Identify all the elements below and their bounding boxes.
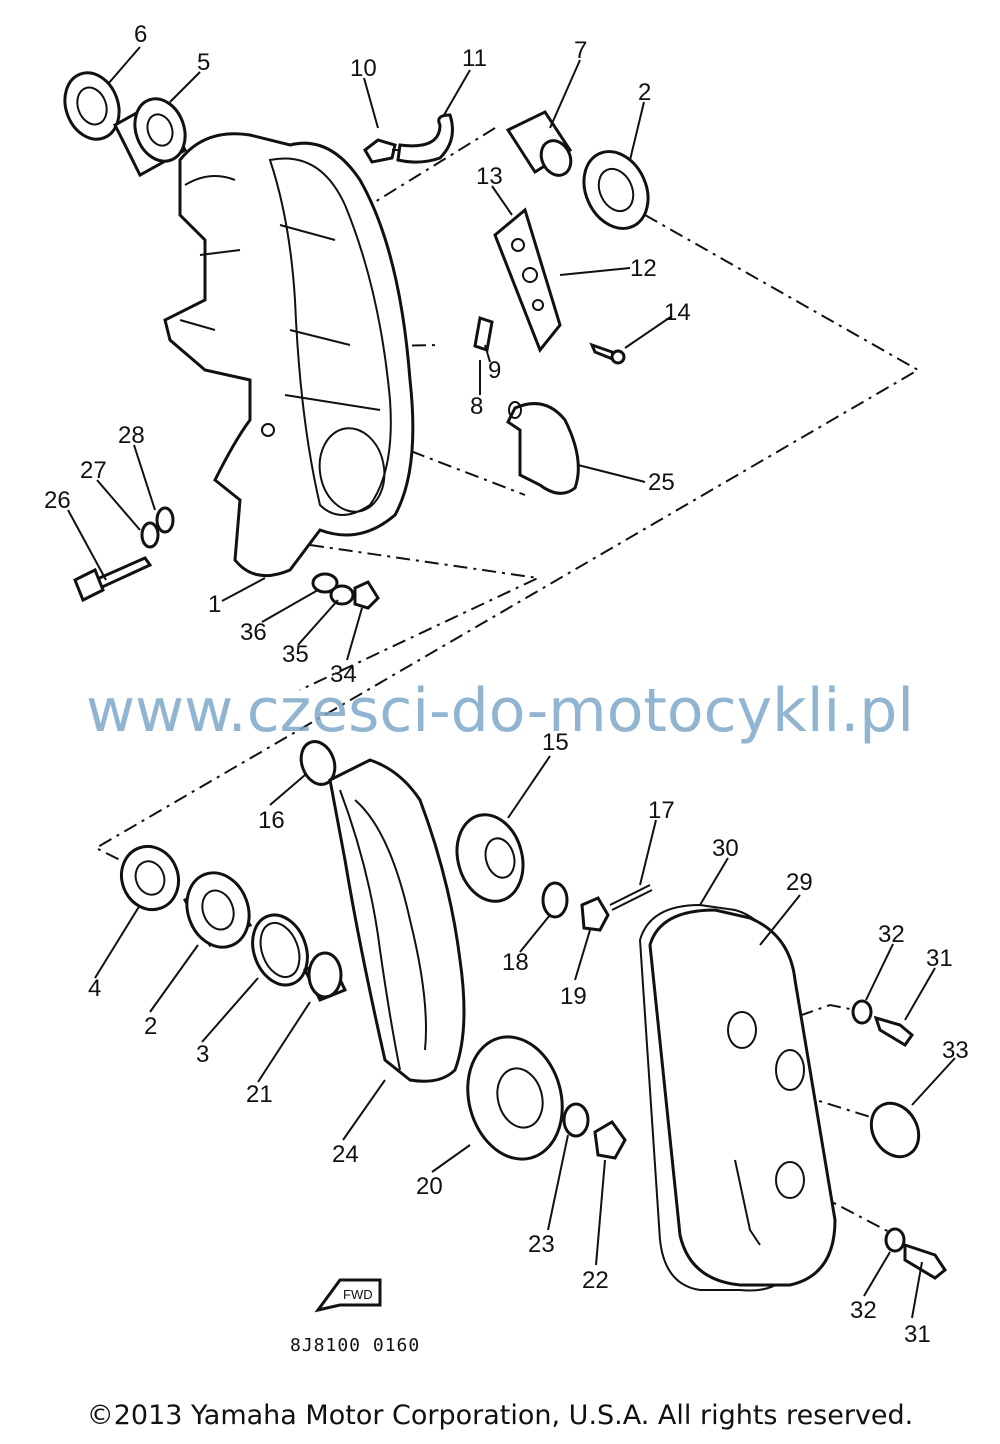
callout-30: 30 [712,835,739,862]
callout-20: 20 [416,1173,443,1200]
callout-25: 25 [648,469,675,496]
bearing-6 [63,71,121,141]
callout-22: 22 [582,1267,609,1294]
cotter-pin-17 [609,884,653,911]
drive-chain-24 [328,758,466,1083]
tensioner-plate-12 [493,207,562,353]
bolt-26 [73,556,153,603]
nut-34 [353,580,380,610]
copyright-notice: ©2013 Yamaha Motor Corporation, U.S.A. A… [86,1400,914,1431]
callout-35: 35 [282,641,309,668]
bearing-2-lower [182,871,253,949]
callout-36: 36 [240,619,267,646]
callout-33: 33 [942,1037,969,1064]
callout-13: 13 [476,163,503,190]
callout-2-top: 2 [638,79,651,106]
callout-21: 21 [246,1081,273,1108]
collar-7 [505,110,573,177]
callout-32-bottom: 32 [850,1297,877,1324]
callout-6: 6 [134,21,147,48]
nut-19 [580,896,610,932]
chain-case-cover-29 [648,908,837,1287]
bearing-5 [113,97,187,178]
callout-10: 10 [350,55,377,82]
fwd-arrow-icon: FWD [314,1278,382,1313]
sprocket-15 [455,813,525,903]
bearing-2-top [582,150,650,230]
washer-28 [155,506,175,534]
callout-7: 7 [574,37,587,64]
callout-14: 14 [664,299,691,326]
callout-31-top: 31 [926,945,953,972]
washer-18 [541,881,569,919]
callout-12: 12 [630,255,657,282]
washer-36 [311,572,339,594]
callout-27: 27 [80,457,107,484]
washer-23 [562,1102,590,1138]
breather-hose-11 [396,113,454,164]
callout-5: 5 [197,49,210,76]
pin-9 [473,316,494,352]
washer-35 [329,584,355,606]
callout-15: 15 [542,729,569,756]
callout-32-top: 32 [878,921,905,948]
bolt-31-bottom [903,1242,948,1280]
circlip-3 [251,913,309,987]
washer-32-top [851,999,873,1025]
bolt-31-top [873,1015,915,1048]
plug-33 [869,1101,921,1159]
washer-32-bottom [884,1227,906,1253]
leader-lines [67,46,956,1319]
callout-18: 18 [502,949,529,976]
callout-3: 3 [196,1041,209,1068]
callout-2-lower: 2 [144,1013,157,1040]
callout-11: 11 [462,45,487,72]
callout-34: 34 [330,661,357,688]
callout-26: 26 [44,487,71,514]
callout-17: 17 [648,797,675,824]
washer-27 [140,521,160,549]
callout-4: 4 [88,975,101,1002]
fwd-label: FWD [343,1287,373,1302]
bolt-14 [589,342,626,365]
collar-21 [302,951,348,1002]
callout-24: 24 [332,1141,359,1168]
callout-9: 9 [488,357,501,384]
callout-29: 29 [786,869,813,896]
seal-4 [120,844,180,912]
callout-1: 1 [208,591,221,618]
callout-16: 16 [258,807,285,834]
callout-23: 23 [528,1231,555,1258]
callout-28: 28 [118,422,145,449]
callout-31-bottom: 31 [904,1321,931,1348]
chain-case-1 [163,132,415,578]
callout-8: 8 [470,393,483,420]
seal-16 [299,740,337,786]
sprocket-20 [466,1035,564,1161]
adjuster-25 [506,401,580,495]
callout-19: 19 [560,983,587,1010]
callout-numbers: 6 5 10 11 7 2 13 12 14 9 8 25 28 27 26 1… [44,21,969,1348]
diagram-code: 8J8100 0160 [290,1335,421,1356]
nut-22 [593,1120,627,1160]
watermark: www.czesci-do-motocykli.pl [85,676,915,746]
